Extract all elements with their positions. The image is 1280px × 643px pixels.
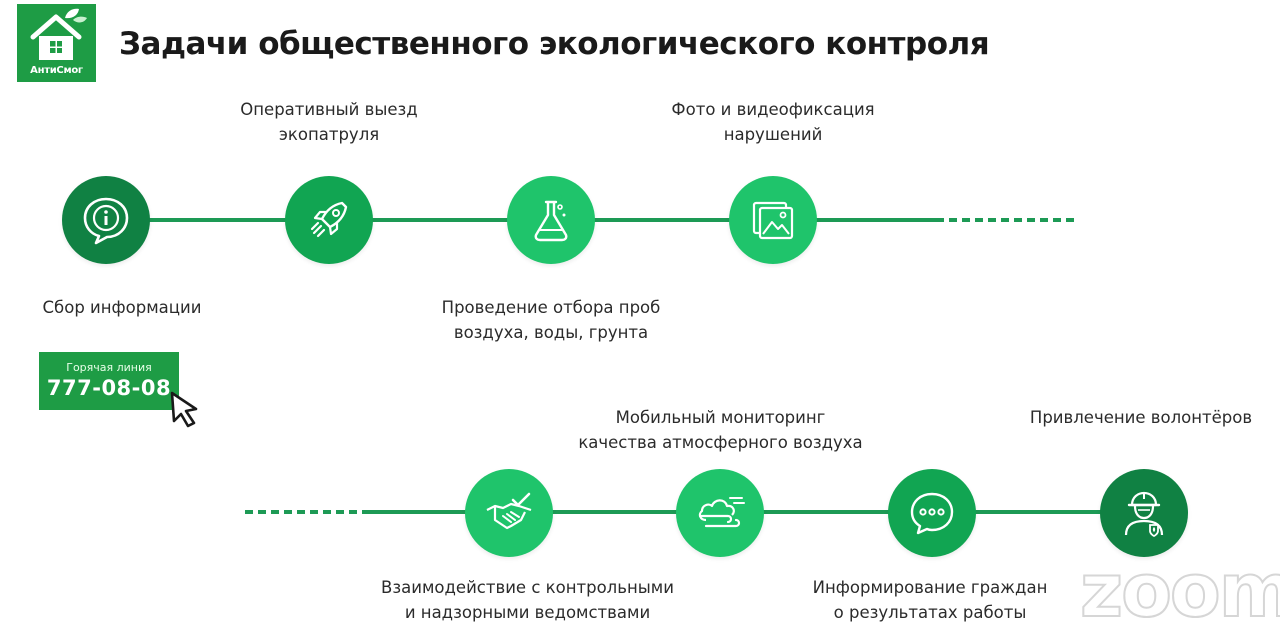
step-chat-circle — [888, 469, 976, 557]
step-photo-circle — [729, 176, 817, 264]
label-air-monitoring: Мобильный мониторинг качества атмосферно… — [578, 408, 863, 452]
volunteer-icon — [1124, 491, 1164, 538]
handshake-icon — [486, 492, 532, 530]
cursor-pointer-icon — [170, 391, 198, 428]
label-eco-patrol: Оперативный выезд экопатруля — [240, 100, 418, 144]
zoom-watermark: zoom — [1080, 548, 1280, 634]
house-leaf-icon — [30, 8, 87, 60]
step-rocket-circle — [285, 176, 373, 264]
photo-gallery-icon — [752, 201, 794, 240]
bottom-timeline-dash — [245, 510, 365, 514]
label-volunteers: Привлечение волонтёров — [1029, 408, 1253, 427]
page-title: Задачи общественного экологического конт… — [119, 26, 990, 62]
top-timeline-dash — [936, 218, 1078, 222]
hotline-number: 777-08-08 — [46, 376, 172, 400]
label-photo-fixation: Фото и видеофиксация нарушений — [671, 100, 875, 144]
step-handshake-circle — [465, 469, 553, 557]
label-info-gathering: Сбор информации — [42, 298, 202, 317]
step-volunteer-circle — [1100, 469, 1188, 557]
chat-bubble-icon — [910, 492, 954, 535]
logo-text: АнтиСмог — [30, 65, 83, 76]
label-sampling: Проведение отбора проб воздуха, воды, гр… — [441, 298, 661, 342]
label-interaction-agencies: Взаимодействие с контрольными и надзорны… — [381, 578, 674, 622]
antismog-logo: АнтиСмог — [17, 4, 96, 82]
step-flask-circle — [507, 176, 595, 264]
flask-icon — [534, 200, 568, 242]
rocket-icon — [310, 201, 348, 238]
step-cloud-circle — [676, 469, 764, 557]
hotline-caption: Горячая линия — [66, 361, 152, 374]
info-bubble-icon — [83, 197, 129, 245]
hotline-box: Горячая линия 777-08-08 — [39, 352, 179, 410]
step-info-circle — [62, 176, 150, 264]
label-informing-citizens: Информирование граждан о результатах раб… — [812, 578, 1048, 622]
cloud-wind-icon — [698, 497, 745, 528]
